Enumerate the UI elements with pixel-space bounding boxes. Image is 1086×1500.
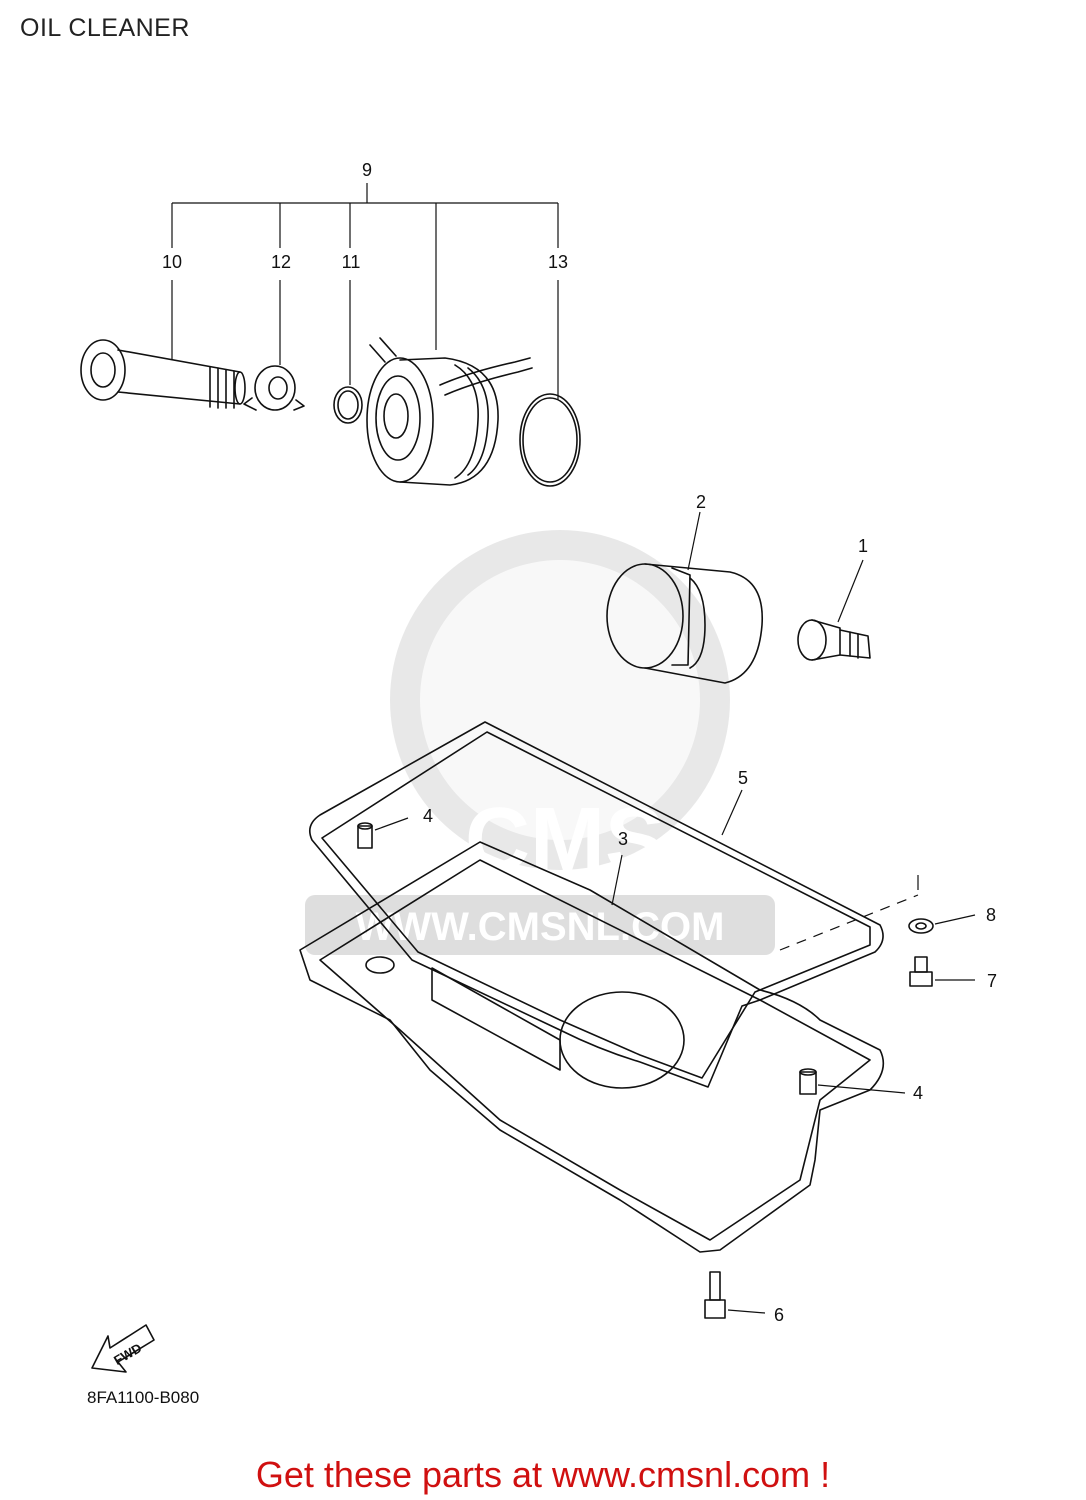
bolt-6: [704, 1271, 766, 1319]
union-bolt: [80, 339, 246, 409]
bolt-7: [909, 956, 975, 987]
callout-7: 7: [987, 971, 997, 991]
oil-pan: [299, 841, 885, 1253]
cms-watermark: CMS WWW.CMSNL.COM: [305, 530, 775, 955]
callout-13: 13: [548, 252, 568, 272]
dowel-pin-a: [357, 817, 409, 849]
callout-12: 12: [271, 252, 291, 272]
callout-10: 10: [162, 252, 182, 272]
callout-9: 9: [362, 160, 372, 180]
callout-3: 3: [618, 829, 628, 849]
callout-2: 2: [696, 492, 706, 512]
diagram-code: 8FA1100-B080: [87, 1388, 200, 1407]
lock-washer: [243, 365, 305, 411]
oil-pan-gasket: [309, 721, 919, 1088]
callout-6: 6: [774, 1305, 784, 1325]
callout-8: 8: [986, 905, 996, 925]
page-title: OIL CLEANER: [20, 14, 190, 42]
callout-tree-9: [171, 183, 559, 400]
callout-11: 11: [342, 252, 361, 272]
watermark-brand: CMS: [465, 790, 665, 890]
callout-5: 5: [738, 768, 748, 788]
callout-1: 1: [858, 536, 868, 556]
o-ring-large: [519, 393, 581, 487]
callout-4-upper: 4: [423, 806, 433, 826]
oil-cooler: [366, 337, 533, 486]
dowel-pin-b: [799, 1068, 906, 1095]
forward-arrow-icon: FWD: [91, 1324, 155, 1373]
watermark-url: WWW.CMSNL.COM: [356, 905, 725, 949]
oil-filter: [606, 511, 763, 684]
drain-plug: [797, 559, 871, 661]
footer-cta-link[interactable]: Get these parts at www.cmsnl.com !: [255, 1454, 831, 1495]
o-ring-small: [333, 386, 363, 424]
washer: [908, 914, 976, 934]
callout-4-lower: 4: [913, 1083, 923, 1103]
